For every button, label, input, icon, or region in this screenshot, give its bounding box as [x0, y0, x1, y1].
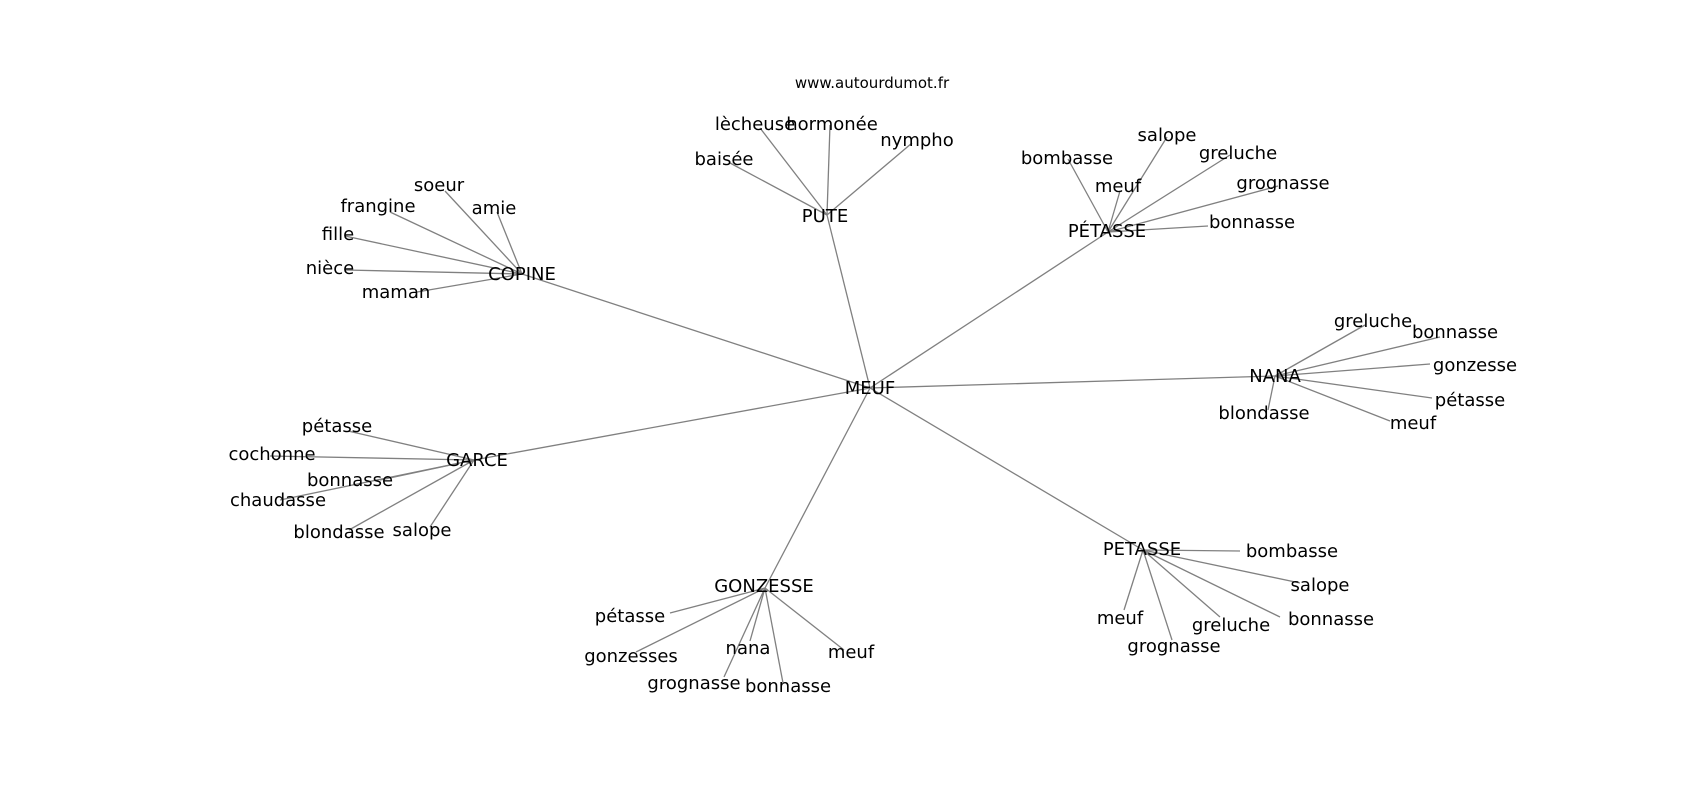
edge-root-to-hub	[473, 387, 871, 461]
edge-hub-to-word	[1267, 375, 1276, 411]
edge-hub-to-word	[1142, 549, 1241, 552]
hub-node-label[interactable]: PUTE	[802, 206, 848, 227]
word-node-label[interactable]: hormonée	[786, 114, 878, 135]
edge-hub-to-word	[416, 273, 523, 293]
hub-node-label[interactable]: PÉTASSE	[1068, 220, 1146, 242]
word-node-label[interactable]: meuf	[1095, 176, 1142, 197]
word-node-label[interactable]: pétasse	[302, 416, 372, 437]
word-node-label[interactable]: pétasse	[1435, 390, 1505, 411]
edge-hub-to-word	[669, 587, 766, 614]
edge-hub-to-word	[1142, 549, 1301, 584]
edge-root-to-hub	[764, 387, 871, 589]
edge-hub-to-word	[826, 142, 913, 216]
root-node-label[interactable]: MEUF	[845, 378, 895, 399]
word-node-label[interactable]: blondasse	[1218, 403, 1309, 424]
edge-hub-to-word	[348, 459, 475, 531]
word-node-label[interactable]: fille	[322, 224, 354, 245]
word-node-label[interactable]: nympho	[880, 130, 953, 151]
edge-hub-to-word	[635, 587, 766, 653]
edge-hub-to-word	[1107, 190, 1121, 233]
edge-hub-to-word	[1123, 549, 1144, 611]
edge-hub-to-word	[1067, 158, 1109, 233]
word-node-label[interactable]: salope	[1138, 125, 1197, 146]
edge-hub-to-word	[279, 459, 475, 501]
word-node-label[interactable]: greluche	[1199, 143, 1277, 164]
edge-hub-to-word	[764, 587, 784, 684]
word-node-label[interactable]: blondasse	[293, 522, 384, 543]
word-node-label[interactable]: bonnasse	[307, 470, 393, 491]
edge-root-to-hub	[521, 273, 871, 389]
edge-hub-to-word	[1142, 549, 1221, 618]
word-node-label[interactable]: maman	[362, 282, 431, 303]
edge-root-to-hub	[869, 387, 1144, 551]
edge-hub-to-word	[347, 430, 475, 461]
word-node-label[interactable]: grognasse	[1127, 636, 1220, 657]
edge-hub-to-word	[1107, 136, 1168, 233]
word-node-label[interactable]: bonnasse	[1412, 322, 1498, 343]
edge-hub-to-word	[1107, 154, 1231, 233]
word-node-label[interactable]: nana	[726, 638, 771, 659]
word-node-label[interactable]: chaudasse	[230, 490, 326, 511]
word-node-label[interactable]: bonnasse	[745, 676, 831, 697]
hub-node-label[interactable]: GONZESSE	[714, 576, 814, 597]
word-node-label[interactable]: bonnasse	[1288, 609, 1374, 630]
word-node-label[interactable]: greluche	[1334, 311, 1412, 332]
edge-hub-to-word	[729, 162, 828, 216]
edge-hub-to-word	[1142, 549, 1173, 641]
edge-root-to-hub	[869, 231, 1109, 389]
edge-hub-to-word	[759, 127, 828, 216]
edge-hub-to-word	[1274, 375, 1391, 422]
word-node-label[interactable]: lècheuse	[715, 114, 795, 135]
hub-node-label[interactable]: NANA	[1249, 366, 1301, 387]
edge-hub-to-word	[826, 124, 831, 216]
website-label[interactable]: www.autourdumot.fr	[795, 74, 950, 92]
word-node-label[interactable]: baisée	[695, 149, 754, 170]
edge-hub-to-word	[1274, 375, 1433, 399]
edges-layer	[269, 124, 1441, 684]
word-node-label[interactable]: bombasse	[1246, 541, 1338, 562]
word-node-label[interactable]: bombasse	[1021, 148, 1113, 169]
hub-node-label[interactable]: GARCE	[446, 450, 508, 471]
word-node-label[interactable]: soeur	[414, 175, 465, 196]
edge-hub-to-word	[344, 269, 523, 275]
word-node-label[interactable]: meuf	[828, 642, 875, 663]
word-node-label[interactable]: amie	[472, 198, 517, 219]
edge-hub-to-word	[1274, 336, 1441, 377]
edge-hub-to-word	[723, 587, 766, 678]
edge-hub-to-word	[496, 211, 523, 275]
word-node-label[interactable]: bonnasse	[1209, 212, 1295, 233]
edge-hub-to-word	[344, 235, 523, 275]
word-node-label[interactable]: frangine	[340, 196, 415, 217]
edge-root-to-hub	[826, 214, 871, 389]
edge-hub-to-word	[1107, 225, 1209, 233]
edge-hub-to-word	[389, 211, 523, 275]
word-node-label[interactable]: pétasse	[595, 606, 665, 627]
edge-root-to-hub	[869, 375, 1276, 389]
edge-hub-to-word	[1274, 324, 1366, 377]
word-node-label[interactable]: grognasse	[647, 673, 740, 694]
word-node-label[interactable]: grognasse	[1236, 173, 1329, 194]
edge-hub-to-word	[1142, 549, 1281, 618]
edge-hub-to-word	[1107, 185, 1279, 233]
edge-hub-to-word	[429, 459, 475, 528]
word-node-label[interactable]: meuf	[1097, 608, 1144, 629]
word-node-label[interactable]: gonzesses	[584, 646, 678, 667]
edge-hub-to-word	[269, 455, 475, 461]
word-node-label[interactable]: salope	[393, 520, 452, 541]
word-node-label[interactable]: gonzesse	[1433, 355, 1517, 376]
word-node-label[interactable]: salope	[1291, 575, 1350, 596]
edge-hub-to-word	[764, 587, 845, 651]
edge-hub-to-word	[444, 190, 523, 275]
edge-hub-to-word	[1274, 363, 1431, 377]
word-node-label[interactable]: greluche	[1192, 615, 1270, 636]
word-node-label[interactable]: meuf	[1390, 413, 1437, 434]
hub-node-label[interactable]: COPINE	[488, 264, 556, 285]
edge-hub-to-word	[749, 587, 766, 642]
word-node-label[interactable]: cochonne	[228, 444, 315, 465]
hub-node-label[interactable]: PETASSE	[1103, 539, 1181, 560]
word-node-label[interactable]: nièce	[306, 258, 354, 279]
